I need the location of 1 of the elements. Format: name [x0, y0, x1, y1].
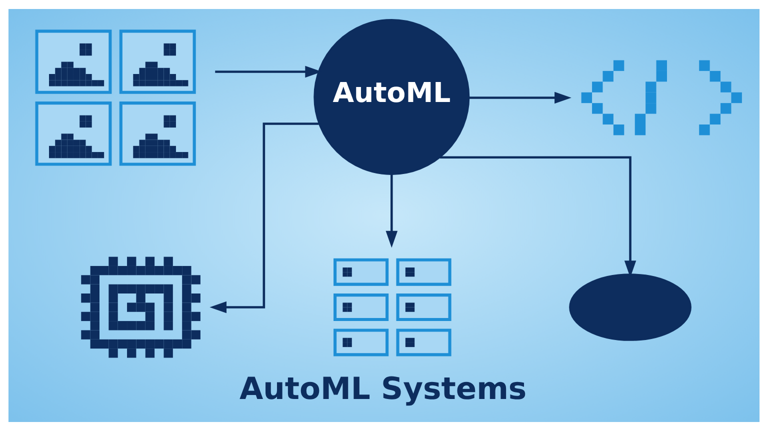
diagram-title: AutoML Systems: [239, 372, 527, 408]
